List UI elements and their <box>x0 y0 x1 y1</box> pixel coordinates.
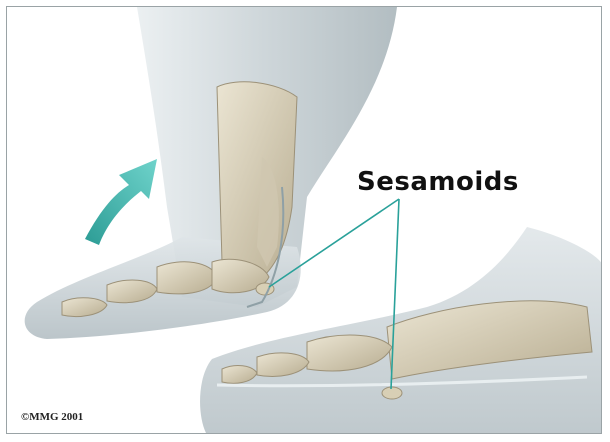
foot-illustration <box>7 7 602 434</box>
copyright-text: ©MMG 2001 <box>21 411 83 423</box>
figure-frame: Sesamoids ©MMG 2001 <box>6 6 602 434</box>
upper-foot <box>25 7 397 339</box>
sesamoids-label: Sesamoids <box>357 167 519 197</box>
curved-arrow-icon <box>85 159 157 245</box>
lower-sesamoid <box>382 387 402 399</box>
